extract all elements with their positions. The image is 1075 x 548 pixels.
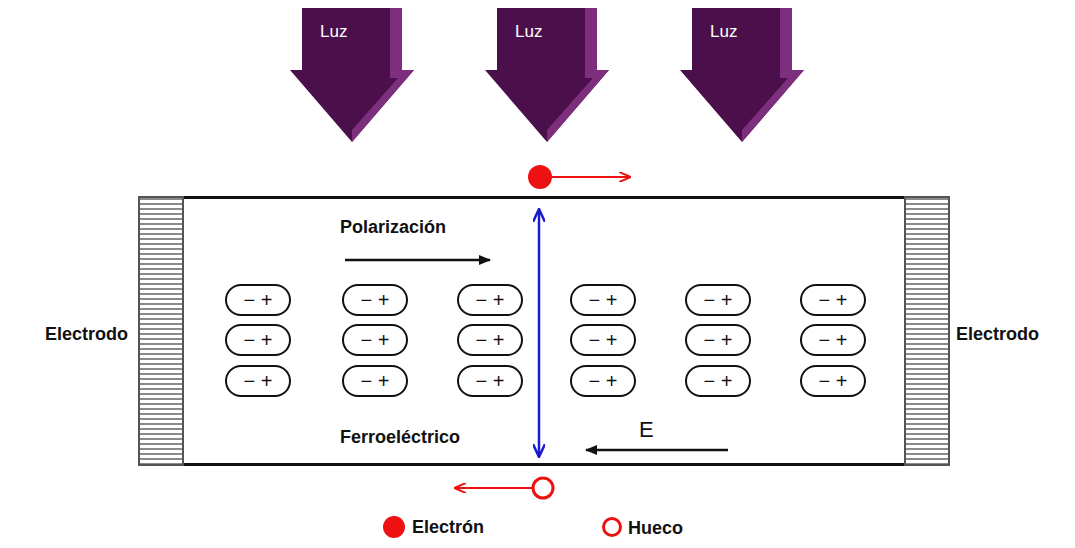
dipole: − + xyxy=(800,365,866,397)
arrow-shape xyxy=(485,8,609,142)
dipole-charges: − + xyxy=(361,330,390,350)
arrow-shape xyxy=(680,8,804,142)
dipole-charges: − + xyxy=(589,371,618,391)
legend-swatch xyxy=(602,517,622,537)
dipole: − + xyxy=(225,365,291,397)
field-arrow xyxy=(586,449,728,452)
dipole: − + xyxy=(570,284,636,316)
arrow-shape xyxy=(290,8,414,142)
dipole-charges: − + xyxy=(819,371,848,391)
dipole-charges: − + xyxy=(704,330,733,350)
dipole-charges: − + xyxy=(589,330,618,350)
light-arrow: Luz xyxy=(485,8,609,142)
polarization-arrow xyxy=(345,259,490,262)
dipole: − + xyxy=(225,324,291,356)
light-arrow: Luz xyxy=(290,8,414,142)
electron-dot xyxy=(528,165,552,189)
electrode-label: Electrodo xyxy=(45,324,128,345)
material-label: Ferroeléctrico xyxy=(340,427,460,448)
dipole: − + xyxy=(800,324,866,356)
dipole: − + xyxy=(570,324,636,356)
light-label: Luz xyxy=(515,22,542,42)
electrode-label: Electrodo xyxy=(956,324,1039,345)
dipole: − + xyxy=(457,284,523,316)
legend-text: Electrón xyxy=(412,517,484,538)
dipole-charges: − + xyxy=(361,290,390,310)
dipole: − + xyxy=(685,284,751,316)
electrode: Electrodo xyxy=(904,196,950,466)
dipole-charges: − + xyxy=(244,330,273,350)
dipole-charges: − + xyxy=(819,330,848,350)
hole-dot xyxy=(533,478,553,498)
legend-swatch xyxy=(383,516,405,538)
dipole: − + xyxy=(457,324,523,356)
polarization-label: Polarización xyxy=(340,217,446,238)
field-label: E xyxy=(639,417,654,443)
dipole-charges: − + xyxy=(476,371,505,391)
dipole: − + xyxy=(570,365,636,397)
dipole: − + xyxy=(342,284,408,316)
hole-arrow xyxy=(455,487,532,489)
electrode: Electrodo xyxy=(138,196,184,466)
light-label: Luz xyxy=(710,22,737,42)
dipole-charges: − + xyxy=(476,290,505,310)
legend-text: Hueco xyxy=(628,518,683,539)
dipole: − + xyxy=(457,365,523,397)
light-label: Luz xyxy=(320,22,347,42)
light-arrow: Luz xyxy=(680,8,804,142)
dipole-charges: − + xyxy=(476,330,505,350)
dipole-charges: − + xyxy=(704,371,733,391)
dipole: − + xyxy=(800,284,866,316)
dipole-charges: − + xyxy=(589,290,618,310)
dipole: − + xyxy=(685,365,751,397)
dipole-charges: − + xyxy=(244,371,273,391)
dipole-charges: − + xyxy=(704,290,733,310)
dipole: − + xyxy=(342,365,408,397)
dipole: − + xyxy=(225,284,291,316)
dipole: − + xyxy=(342,324,408,356)
dipole-charges: − + xyxy=(361,371,390,391)
ferroelectric-slab: PolarizaciónFerroeléctrico E − + − + − + − + −… xyxy=(138,196,950,466)
separation-arrow xyxy=(538,210,541,456)
electron-arrow xyxy=(552,176,630,178)
dipole-charges: − + xyxy=(819,290,848,310)
dipole: − + xyxy=(685,324,751,356)
dipole-charges: − + xyxy=(244,290,273,310)
